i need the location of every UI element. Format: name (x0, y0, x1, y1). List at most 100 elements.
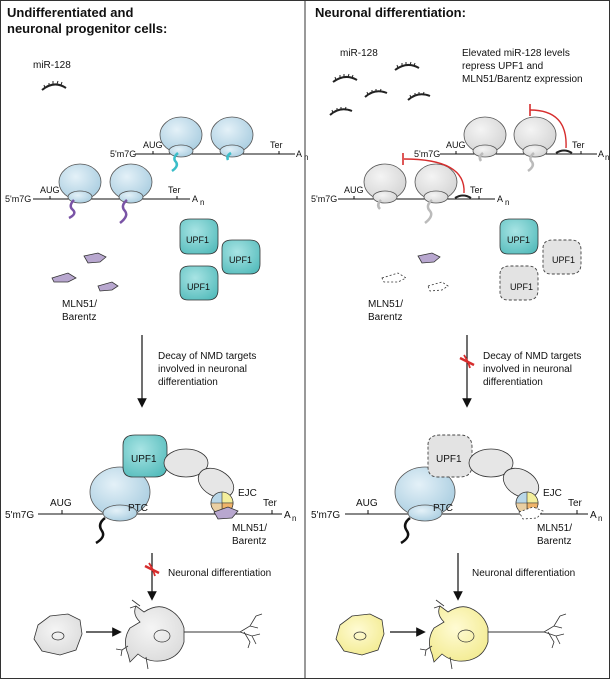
right-panel: Neuronal differentiation: miR-128 Elevat… (311, 5, 604, 670)
mrna-start-label: AUG (50, 498, 72, 509)
mrna-stop-label: Ter (270, 140, 283, 150)
mln51-label: Barentz (62, 312, 96, 323)
mln51-protein-faded (427, 281, 449, 292)
upf1-label: UPF1 (436, 454, 462, 465)
polya-subscript: n (605, 153, 609, 162)
ejc-label: EJC (238, 488, 257, 499)
polya-subscript: n (200, 198, 204, 207)
nascent-peptide-icon (226, 151, 232, 161)
polya-label: A (497, 194, 503, 204)
mirna-icon (41, 80, 67, 91)
mirna-note: Elevated miR-128 levels (462, 48, 570, 59)
mln51-proteins: MLN51/ Barentz (51, 252, 119, 323)
nmd-complex: 5'm7G AUG Ter A PTC UPF1 EJC MLN51/ Bar (5, 434, 291, 547)
progenitor-cell (335, 613, 385, 656)
differentiation-label: Neuronal differentiation (168, 568, 271, 579)
decay-label: differentiation (158, 377, 218, 388)
mrna-cap-label: 5'm7G (5, 510, 34, 521)
block-mark-icon (144, 562, 160, 577)
nmd-complex-repressed: 5'm7G AUG Ter A PTC UPF1 EJC MLN51/ Bar (311, 434, 597, 547)
mrna-start-label: AUG (446, 140, 466, 150)
mirna-bound-icon (454, 194, 472, 199)
progenitor-cell (33, 613, 83, 656)
upper-mrna: 5'm7G AUG Ter A (110, 116, 302, 173)
upf1-label: UPF1 (131, 454, 157, 465)
left-panel-title-line2: neuronal progenitor cells: (7, 21, 167, 36)
mirna-cluster (329, 61, 431, 116)
upf1-label: UPF1 (510, 282, 533, 292)
neuron-cell (115, 599, 263, 670)
mrna-start-label: AUG (344, 185, 364, 195)
upf1-label: UPF1 (507, 235, 530, 245)
ptc-label: PTC (128, 503, 148, 514)
mrna-start-label: AUG (356, 498, 378, 509)
upper-mrna-repressed: 5'm7G AUG Ter A (414, 104, 604, 173)
mln51-label: MLN51/ (62, 299, 97, 310)
upf1-protein (221, 239, 261, 275)
polya-subscript: n (505, 198, 509, 207)
left-panel: Undifferentiated and neuronal progenitor… (5, 5, 302, 670)
ptc-label: PTC (433, 503, 453, 514)
polya-label: A (598, 149, 604, 159)
nascent-peptide-icon (68, 199, 76, 220)
upf1-proteins-repressed: UPF1 UPF1 UPF1 (499, 218, 582, 301)
mln51-protein (51, 272, 77, 283)
polya-label: A (590, 510, 597, 521)
decay-label: Decay of NMD targets (158, 351, 256, 362)
mln51-protein (213, 506, 239, 520)
lower-mrna: 5'm7G AUG Ter A (5, 163, 198, 224)
mirna-label: miR-128 (33, 60, 71, 71)
ejc-label: EJC (543, 488, 562, 499)
mirna-bound-icon (555, 149, 573, 154)
mrna-stop-label: Ter (470, 185, 483, 195)
nascent-peptide-icon (400, 517, 411, 545)
right-panel-title: Neuronal differentiation: (315, 5, 466, 20)
mirna-icon (394, 64, 420, 71)
neuron-cell (419, 599, 567, 670)
mrna-stop-label: Ter (572, 140, 585, 150)
polya-subscript: n (292, 514, 296, 523)
upf-connector (163, 448, 209, 478)
mln51-label: MLN51/ (537, 523, 572, 534)
mirna-note: MLN51/Barentz expression (462, 74, 583, 85)
mln51-label: Barentz (368, 312, 402, 323)
mln51-label: MLN51/ (368, 299, 403, 310)
upf1-label: UPF1 (187, 282, 210, 292)
mirna-icon (332, 76, 358, 83)
decay-label: involved in neuronal (483, 364, 572, 375)
upf-connector (502, 467, 540, 499)
left-panel-title-line1: Undifferentiated and (7, 5, 133, 20)
mirna-icon (364, 90, 388, 98)
upf1-label: UPF1 (186, 235, 209, 245)
polya-label: A (192, 194, 198, 204)
polya-label: A (284, 510, 291, 521)
upf1-label: UPF1 (552, 255, 575, 265)
mln51-label: Barentz (232, 536, 266, 547)
mrna-cap-label: 5'm7G (311, 510, 340, 521)
mrna-cap-label: 5'm7G (110, 149, 136, 159)
mln51-protein (97, 281, 119, 292)
upf1-protein-faded (542, 239, 582, 275)
upf-connector (197, 467, 235, 499)
mln51-label: MLN51/ (232, 523, 267, 534)
mln51-protein (83, 252, 107, 264)
polya-subscript: n (598, 514, 602, 523)
upf1-label: UPF1 (229, 255, 252, 265)
mrna-stop-label: Ter (263, 498, 278, 509)
decay-label: involved in neuronal (158, 364, 247, 375)
mrna-stop-label: Ter (568, 498, 583, 509)
repression-arrow (403, 158, 465, 194)
nascent-peptide-icon (171, 152, 179, 173)
lower-mrna-repressed: 5'm7G AUG Ter A (311, 153, 503, 224)
nascent-peptide-icon (119, 199, 128, 224)
upf1-protein (179, 218, 219, 255)
polya-label: A (296, 149, 302, 159)
mrna-cap-label: 5'm7G (5, 194, 31, 204)
mrna-start-label: AUG (40, 185, 60, 195)
mrna-cap-label: 5'm7G (311, 194, 337, 204)
mrna-start-label: AUG (143, 140, 163, 150)
upf1-protein (499, 218, 539, 255)
upf-connector (468, 448, 514, 478)
differentiation-label: Neuronal differentiation (472, 568, 575, 579)
